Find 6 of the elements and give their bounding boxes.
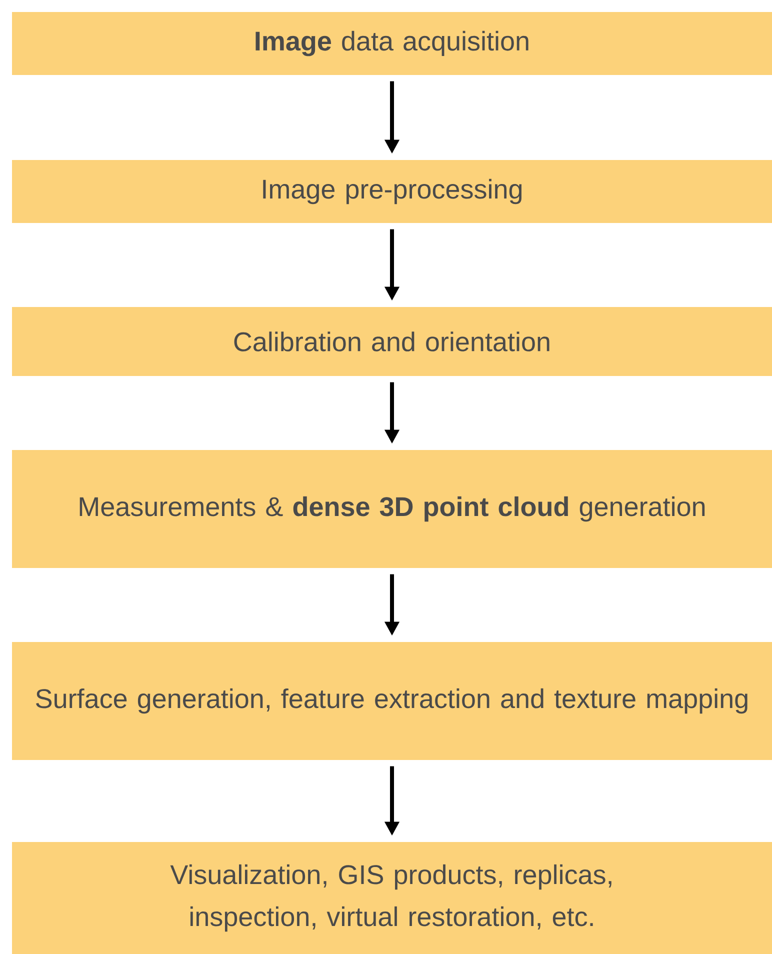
process-box: Image pre-processing xyxy=(12,160,772,223)
process-box: Calibration and orientation xyxy=(12,307,772,376)
process-box: Image data acquisition xyxy=(12,12,772,75)
process-box: Visualization, GIS products, replicas, inspection, virtual restoration, etc. xyxy=(12,842,772,954)
process-box: Measurements & dense 3D point cloud generation xyxy=(12,450,772,568)
process-box: Surface generation, feature extraction and texture mapping xyxy=(12,642,772,760)
